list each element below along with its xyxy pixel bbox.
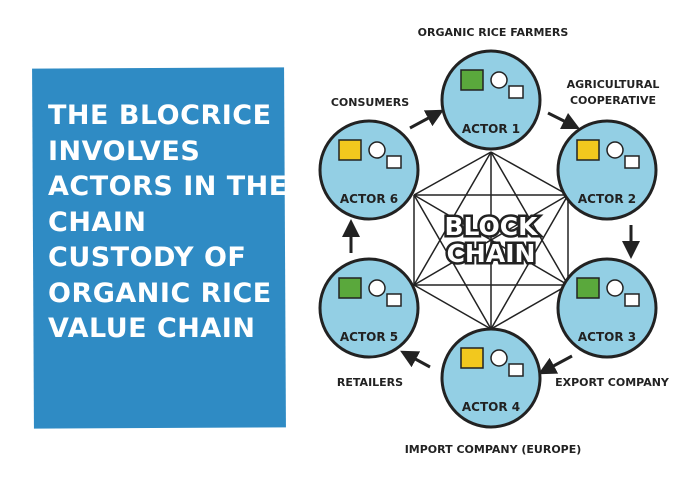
actor-label: ACTOR 2	[578, 192, 636, 206]
actor-label: ACTOR 6	[340, 192, 398, 206]
network-edge	[413, 194, 569, 286]
actor-2-node: ACTOR 2	[556, 119, 658, 221]
actor-illustration-icon	[460, 347, 524, 377]
blockchain-network	[413, 151, 569, 330]
network-edge	[413, 151, 492, 286]
actor-4-node: ACTOR 4	[440, 327, 542, 429]
arrow-6-to-1	[409, 109, 444, 130]
actor-illustration-icon	[576, 139, 640, 169]
network-edge	[413, 284, 492, 330]
arrow-1-to-2	[547, 111, 581, 130]
role-actor-3: EXPORT COMPANY	[555, 376, 670, 389]
network-edge	[413, 194, 492, 330]
actor-label: ACTOR 1	[462, 122, 520, 136]
role-actor-4: IMPORT COMPANY (EUROPE)	[405, 443, 582, 456]
actor-6-node: ACTOR 6	[318, 119, 420, 221]
actor-illustration-icon	[576, 277, 640, 307]
arrow-3-to-4	[538, 354, 573, 375]
blockchain-label-line2: CHAIN	[447, 239, 536, 268]
network-edge	[490, 284, 569, 330]
actor-illustration-icon	[338, 139, 402, 169]
actor-5-node: ACTOR 5	[318, 257, 420, 359]
role-actor-2-line2: COOPERATIVE	[570, 94, 656, 107]
actor-1-node: ACTOR 1	[440, 49, 542, 151]
role-actor-6: CONSUMERS	[331, 96, 409, 109]
actor-illustration-icon	[338, 277, 402, 307]
flow-arrows	[342, 109, 640, 375]
actor-label: ACTOR 4	[462, 400, 520, 414]
actor-3-node: ACTOR 3	[556, 257, 658, 359]
arrow-4-to-5	[400, 350, 431, 369]
role-actor-1: ORGANIC RICE FARMERS	[418, 26, 569, 39]
network-edge	[490, 151, 569, 196]
role-actor-2-line1: AGRICULTURAL	[567, 78, 660, 91]
network-edge	[413, 151, 492, 196]
blockchain-label-line1: BLOCK	[444, 212, 539, 241]
title-text: THE BLOCRICE INVOLVES ACTORS IN THE CHAI…	[48, 100, 288, 344]
actor-illustration-icon	[460, 69, 524, 99]
network-edge	[490, 151, 569, 286]
actor-label: ACTOR 5	[340, 330, 398, 344]
role-actor-5: RETAILERS	[337, 376, 403, 389]
actor-label: ACTOR 3	[578, 330, 636, 344]
